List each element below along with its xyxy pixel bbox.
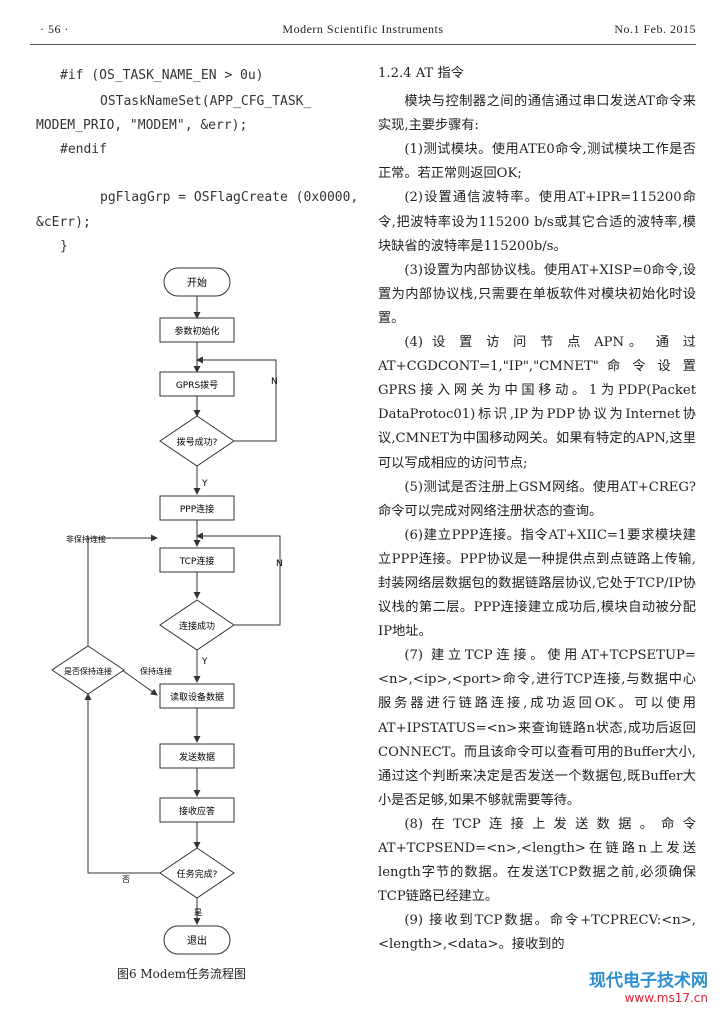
no-label: 否 [122,875,130,884]
keepalive-decision [51,645,125,695]
yes-label: Y [201,479,208,489]
watermark-url: www.ms17.cn [624,991,708,1005]
code-line: MODEM_PRIO, "MODEM", &err); [36,118,248,133]
paragraph: (6)建立PPP连接。指令AT+XIIC=1要求模块建立PPP连接。PPP协议是… [378,527,696,640]
right-column: 1.2.4 AT 指令 模块与控制器之间的通信通过串口发送AT命令来实现,主要步… [378,62,696,957]
conn-ok-decision [159,599,235,651]
done-label: 任务完成? [177,868,218,880]
init-box [159,317,235,343]
section-heading: 1.2.4 AT 指令 [378,66,464,81]
dial-ok-label: 拨号成功? [177,436,218,448]
site-watermark: 现代电子技术网 www.ms17.cn [589,966,708,1005]
code-line: #endif [60,142,107,157]
exit-terminal [163,925,231,955]
paragraph: (7) 建立TCP连接。使用AT+TCPSETUP=<n>,<ip>,<port… [378,648,696,808]
ppp-box [159,495,235,521]
figure-caption: 图6 Modem任务流程图 [116,967,247,981]
page-number: · 56 · [40,22,69,36]
yes-label: 是 [194,908,202,917]
init-label: 参数初始化 [174,325,219,337]
dial-ok-decision [159,415,235,467]
start-terminal [163,267,231,297]
done-decision [159,847,235,899]
send-label: 发送数据 [179,751,215,763]
header-rule [30,44,696,45]
paragraph: (1)测试模块。使用ATE0命令,测试模块工作是否正常。若正常则返回OK; [378,142,696,182]
yes-label: Y [201,657,208,667]
keep-label: 保持连接 [140,666,172,676]
keepalive-label: 是否保持连接 [64,666,112,676]
recv-label: 接收应答 [179,805,215,817]
code-line: pgFlagGrp = OSFlagCreate (0x0000, [100,190,359,205]
paragraph: (3)设置为内部协议栈。使用AT+XISP=0命令,设置为内部协议栈,只需要在单… [378,262,696,326]
journal-title: Modern Scientific Instruments [282,22,444,36]
code-line: #if (OS_TASK_NAME_EN > 0u) [60,68,264,83]
paragraph: (5)测试是否注册上GSM网络。使用AT+CREG?命令可以完成对网络注册状态的… [378,479,696,519]
no-label: N [276,559,283,569]
paragraph: (9) 接收到TCP数据。命令+TCPRECV:<n>,<length>,<da… [378,913,696,953]
watermark-name: 现代电子技术网 [589,971,708,991]
exit-label: 退出 [187,934,207,947]
paragraph: 模块与控制器之间的通信通过串口发送AT命令来实现,主要步骤有: [378,94,696,134]
code-line: &cErr); [36,215,91,230]
conn-ok-label: 连接成功 [179,620,215,632]
start-label: 开始 [187,276,207,289]
read-label: 读取设备数据 [170,691,224,703]
code-line: OSTaskNameSet(APP_CFG_TASK_ [100,94,312,109]
send-box [159,743,235,769]
recv-box [159,797,235,823]
tcp-label: TCP连接 [179,555,215,567]
code-line: } [60,239,68,254]
tcp-box [159,547,235,573]
gprs-box [159,371,235,397]
paragraph: (4) 设 置 访 问 节 点 APN。 通 过 AT+CGDCONT=1,"I… [378,335,696,471]
read-box [159,683,235,709]
gprs-label: GPRS拨号 [176,379,218,391]
nonkeep-label: 非保持连接 [66,534,106,544]
paragraph: (8)在TCP连接上发送数据。命令AT+TCPSEND=<n>,<length>… [378,816,696,905]
modem-task-flowchart: 开始 参数初始化 GPRS拨号 拨号成功? Y N PPP连接 TCP连接 连接… [51,267,283,955]
paragraph: (2)设置通信波特率。使用AT+IPR=115200命令,把波特率设为11520… [378,190,696,254]
ppp-label: PPP连接 [180,503,214,515]
no-label: N [271,377,278,387]
issue-info: No.1 Feb. 2015 [614,22,696,36]
